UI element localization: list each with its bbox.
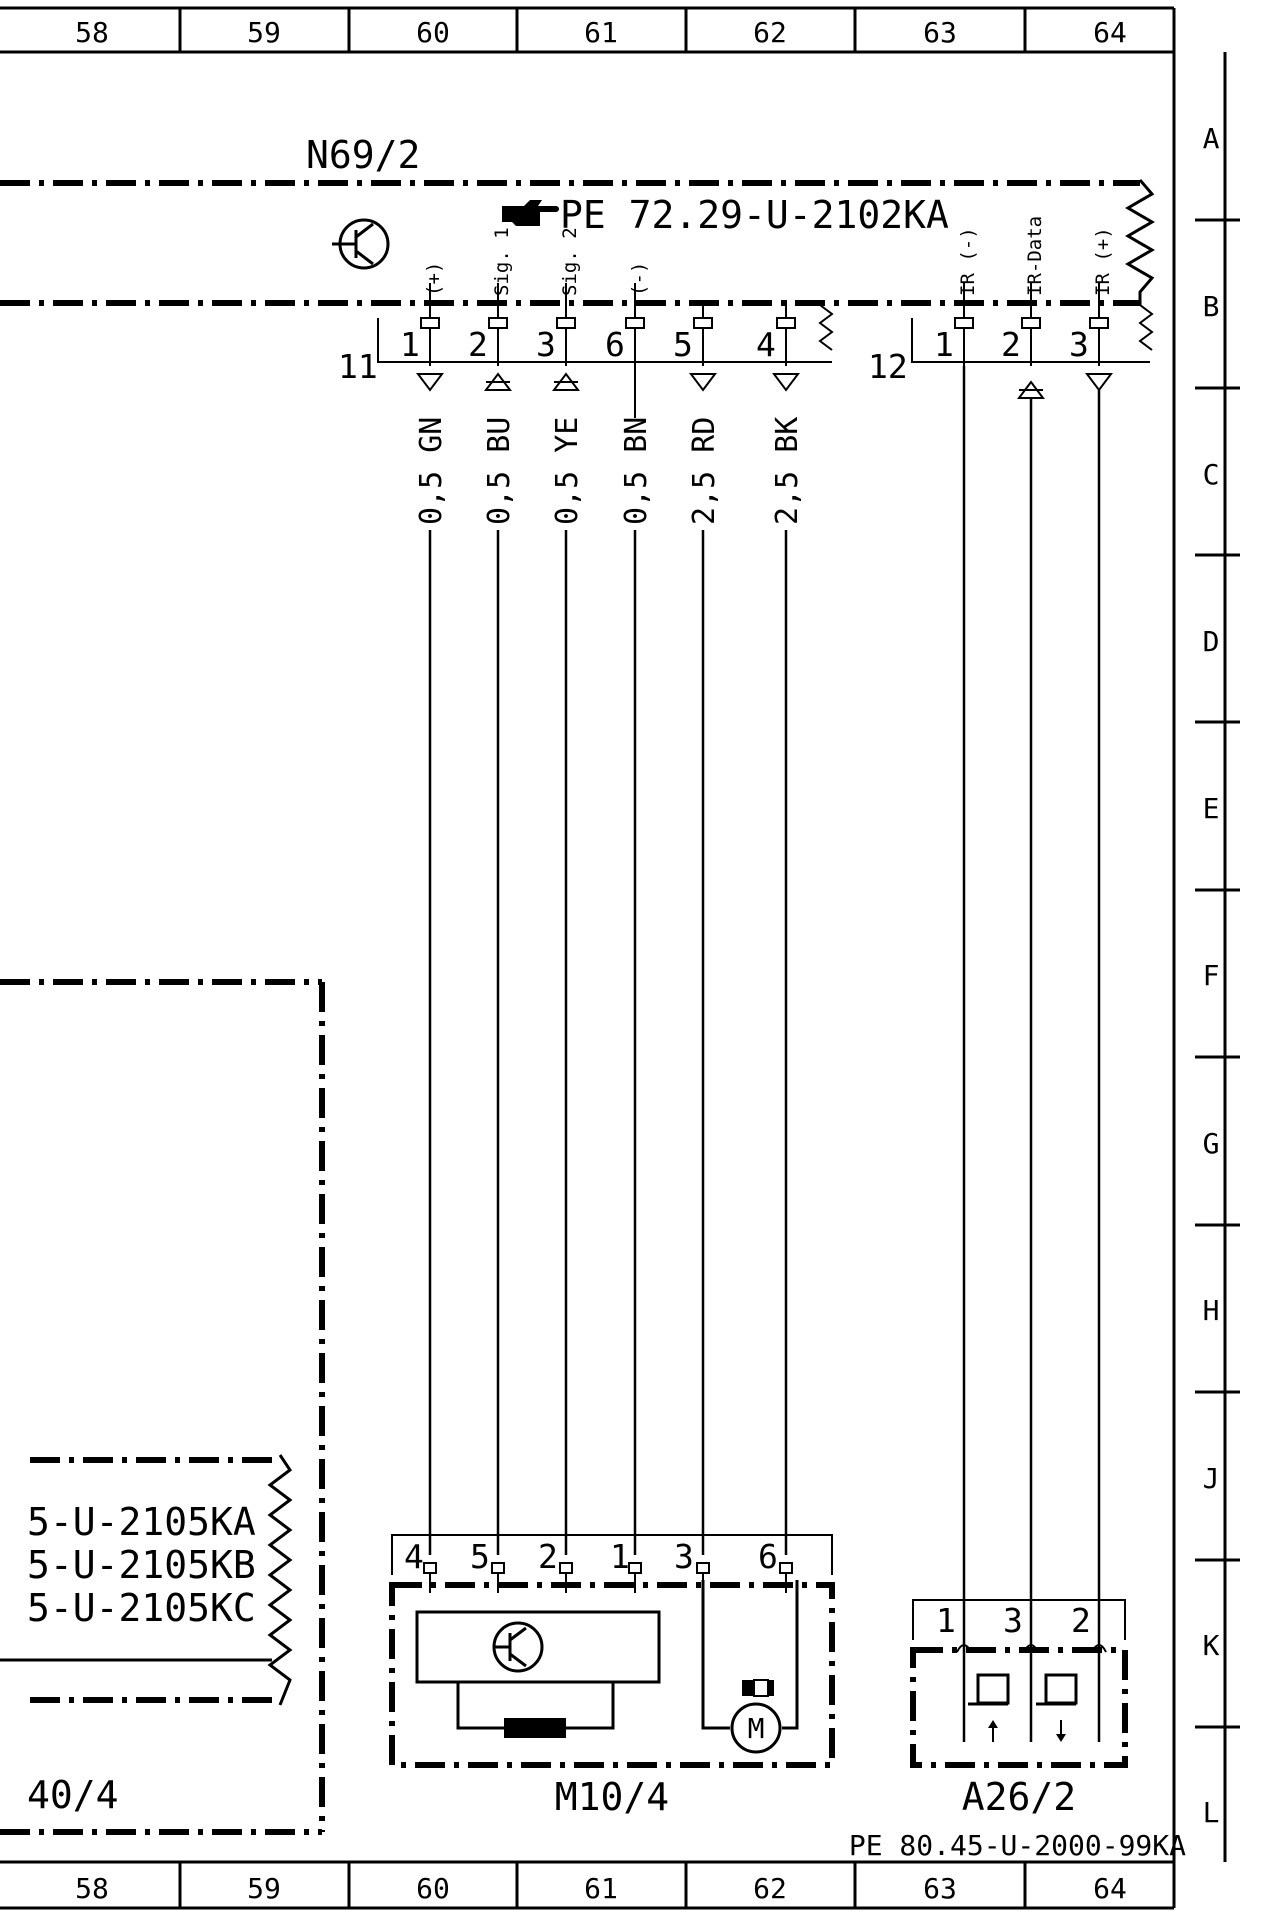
grid-col-label: 59	[247, 1872, 281, 1905]
pin-number: 6	[605, 325, 625, 364]
ir-sensor-pin: 2	[1071, 1601, 1091, 1640]
pin-signal-label: Sig. 1	[491, 227, 513, 296]
pin-signal-label: IR (+)	[1092, 227, 1114, 296]
grid-row-label: F	[1203, 959, 1220, 992]
left-component-box	[0, 979, 325, 1835]
grid-row-label: K	[1203, 1629, 1220, 1662]
pin-number: 1	[400, 325, 420, 364]
left-component-ref: 5-U-2105KA	[27, 1500, 256, 1544]
grid-row-label: E	[1203, 792, 1220, 825]
wire-label: 2,5 RD	[687, 417, 722, 525]
pin-signal-label: IR (-)	[957, 227, 979, 296]
grid-col-label: 64	[1093, 16, 1127, 49]
control-unit-reference: PE 72.29-U-2102KA	[560, 193, 949, 237]
left-component-name: 40/4	[27, 1773, 119, 1817]
grid-col-label: 63	[923, 1872, 957, 1905]
page-reference: PE 80.45-U-2000-99KA	[849, 1829, 1186, 1862]
pin-number: 3	[536, 325, 556, 364]
ir-sensor-name: A26/2	[962, 1775, 1076, 1819]
left-component-ref: 5-U-2105KC	[27, 1586, 256, 1630]
motor-unit-pin: 3	[674, 1537, 694, 1576]
grid-col-label: 64	[1093, 1872, 1127, 1905]
pin-number: 4	[756, 325, 776, 364]
pin-number: 2	[468, 325, 488, 364]
grid-col-label: 60	[416, 16, 450, 49]
grid-row-label: G	[1203, 1127, 1220, 1160]
grid-row-label: B	[1203, 290, 1220, 323]
motor-unit-box	[389, 1534, 835, 1768]
pointing-hand-icon	[502, 200, 559, 226]
motor-unit-pin: 5	[470, 1537, 490, 1576]
wire-label: 2,5 BK	[770, 417, 805, 525]
grid-col-label: 61	[584, 1872, 618, 1905]
wires	[428, 366, 1101, 1742]
motor-unit-pin: 2	[538, 1537, 558, 1576]
motor-unit-pin: 6	[758, 1537, 778, 1576]
pin-number: 2	[1001, 325, 1021, 364]
pin-number: 3	[1069, 325, 1089, 364]
pin-number: 1	[934, 325, 954, 364]
grid-row-label: C	[1203, 458, 1220, 491]
ir-sensor-pin: 1	[936, 1601, 956, 1640]
grid-row-label: H	[1203, 1294, 1220, 1327]
wire-label: 0,5 GN	[414, 417, 449, 525]
pin-number: 5	[673, 325, 693, 364]
ir-sensor-pin: 3	[1003, 1601, 1023, 1640]
wire-label: 0,5 YE	[550, 417, 585, 525]
connector-12-frame	[911, 304, 1154, 363]
grid-col-label: 63	[923, 16, 957, 49]
left-component-ref: 5-U-2105KB	[27, 1543, 256, 1587]
transistor-icon	[332, 218, 390, 270]
grid-row-label: L	[1203, 1796, 1220, 1829]
grid-col-label: 59	[247, 16, 281, 49]
control-unit-name: N69/2	[306, 133, 420, 177]
grid-col-label: 62	[753, 1872, 787, 1905]
control-unit-box	[0, 179, 1155, 306]
pin-signal-label: (+)	[423, 262, 445, 296]
connector-11-frame	[377, 304, 834, 363]
wire-label: 0,5 BU	[482, 417, 517, 525]
grid-row-label: D	[1203, 625, 1220, 658]
grid-col-label: 61	[584, 16, 618, 49]
motor-unit-name: M10/4	[555, 1775, 669, 1819]
grid-col-label: 60	[416, 1872, 450, 1905]
connector-11-id: 11	[338, 347, 378, 386]
grid-col-label: 58	[75, 16, 109, 49]
motor-symbol: M	[748, 1712, 765, 1745]
wire-label: 0,5 BN	[619, 417, 654, 525]
motor-unit-pin: 1	[610, 1537, 630, 1576]
pin-signal-label: (-)	[628, 262, 650, 296]
grid-row-label: A	[1203, 122, 1220, 155]
ir-sensor-box	[910, 1599, 1128, 1768]
pin-signal-label: IR-Data	[1024, 216, 1046, 296]
pin-symbols	[416, 283, 1113, 418]
grid-row-label: J	[1203, 1462, 1220, 1495]
grid-col-label: 58	[75, 1872, 109, 1905]
pin-signal-label: Sig. 2	[559, 227, 581, 296]
connector-12-id: 12	[868, 347, 908, 386]
grid-col-label: 62	[753, 16, 787, 49]
motor-unit-pin: 4	[404, 1537, 424, 1576]
grid-frame	[0, 6, 1240, 1910]
